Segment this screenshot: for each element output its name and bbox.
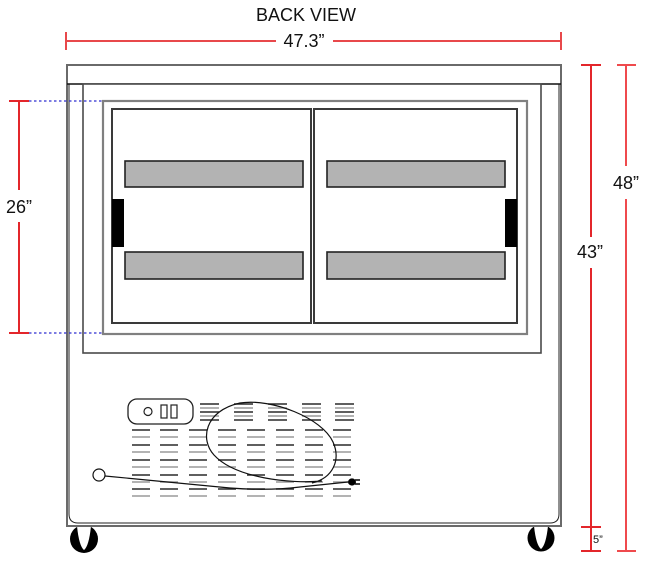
width-dimension — [65, 32, 562, 50]
door-handle-right[interactable] — [505, 199, 517, 247]
cord-run — [104, 475, 349, 490]
door-handle-left[interactable] — [112, 199, 124, 247]
glass-height-guides — [29, 100, 103, 334]
caster-notch — [77, 526, 91, 550]
shelf-upper-left — [124, 160, 304, 188]
caster-notch — [534, 526, 548, 549]
shelf-lower-right — [326, 251, 506, 280]
overall-height-label: 48” — [613, 173, 639, 193]
sliding-doors — [111, 108, 518, 324]
cabinet-height-dimension — [581, 64, 601, 528]
diagram-title: BACK VIEW — [256, 5, 356, 25]
caster-height-dimension — [581, 527, 601, 552]
cord-port-icon — [92, 468, 106, 482]
power-switch-icon[interactable] — [170, 404, 178, 419]
power-switch-icon[interactable] — [160, 404, 168, 419]
cabinet-inner-edge — [68, 84, 560, 524]
cabinet-height-label: 43” — [577, 242, 603, 262]
cord-loop — [206, 401, 337, 484]
caster-left — [70, 525, 98, 553]
indicator-light-icon — [143, 406, 153, 417]
shelf-upper-right — [326, 160, 506, 188]
overall-height-dimension — [617, 64, 636, 552]
width-dimension-label: 47.3” — [283, 31, 324, 51]
glass-height-label: 26” — [6, 197, 32, 217]
power-cord — [92, 401, 360, 490]
caster-height-label: 5” — [593, 534, 603, 546]
control-panel — [127, 398, 194, 425]
caster-right — [527, 524, 555, 552]
glass-height-dimension — [9, 100, 29, 334]
right-door-frame — [313, 108, 518, 324]
power-plug-icon — [348, 478, 360, 486]
shelf-lower-left — [124, 251, 304, 280]
right-sliding-door[interactable] — [313, 108, 518, 324]
left-door-frame — [111, 108, 312, 324]
left-sliding-door[interactable] — [111, 108, 312, 324]
